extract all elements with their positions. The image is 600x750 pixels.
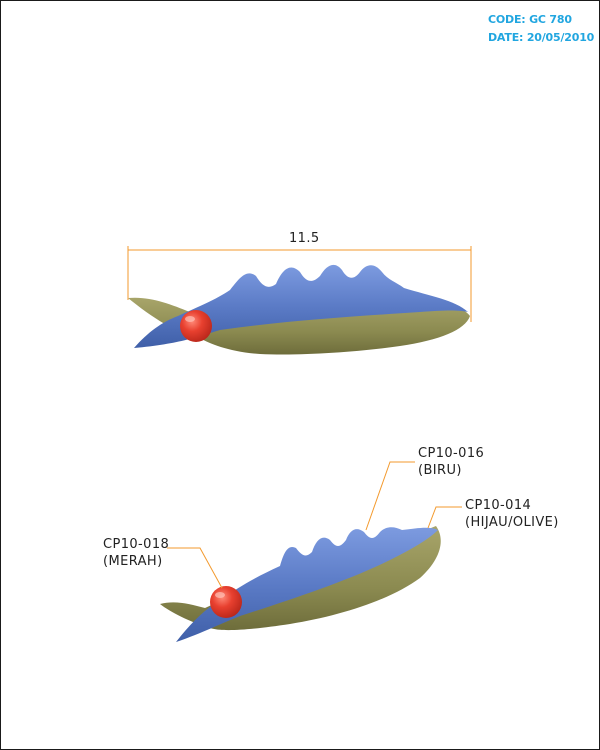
red-ball-bottom	[210, 586, 242, 618]
callout-olive-code: CP10-014	[465, 498, 532, 513]
leader-olive	[427, 506, 462, 529]
blue-crest-top	[134, 264, 468, 348]
document-date: DATE: 20/05/2010	[488, 31, 595, 44]
red-ball-top-highlight	[185, 316, 195, 322]
leader-red	[167, 547, 223, 589]
callout-red-code: CP10-018	[103, 537, 170, 552]
callout-red: CP10-018 (MERAH)	[103, 536, 169, 570]
leader-blue	[365, 461, 415, 531]
callout-blue-name: (BIRU)	[418, 463, 462, 478]
product-code: CODE: GC 780	[488, 13, 572, 26]
bottom-view-rest	[160, 526, 441, 642]
blue-crest-bottom	[176, 527, 438, 642]
leader-lines	[167, 461, 462, 589]
red-ball-top	[180, 310, 212, 342]
callout-blue-code: CP10-016	[418, 446, 485, 461]
callout-blue: CP10-016 (BIRU)	[418, 445, 484, 479]
length-dimension-label: 11.5	[289, 231, 320, 246]
callout-olive-name: (HIJAU/OLIVE)	[465, 515, 559, 530]
callout-red-name: (MERAH)	[103, 554, 163, 569]
callout-olive: CP10-014 (HIJAU/OLIVE)	[465, 497, 559, 531]
length-dimension	[127, 246, 472, 322]
top-view-rest	[128, 264, 470, 355]
red-ball-bottom-highlight	[215, 592, 225, 598]
document-header: CODE: GC 780 DATE: 20/05/2010	[488, 11, 596, 47]
